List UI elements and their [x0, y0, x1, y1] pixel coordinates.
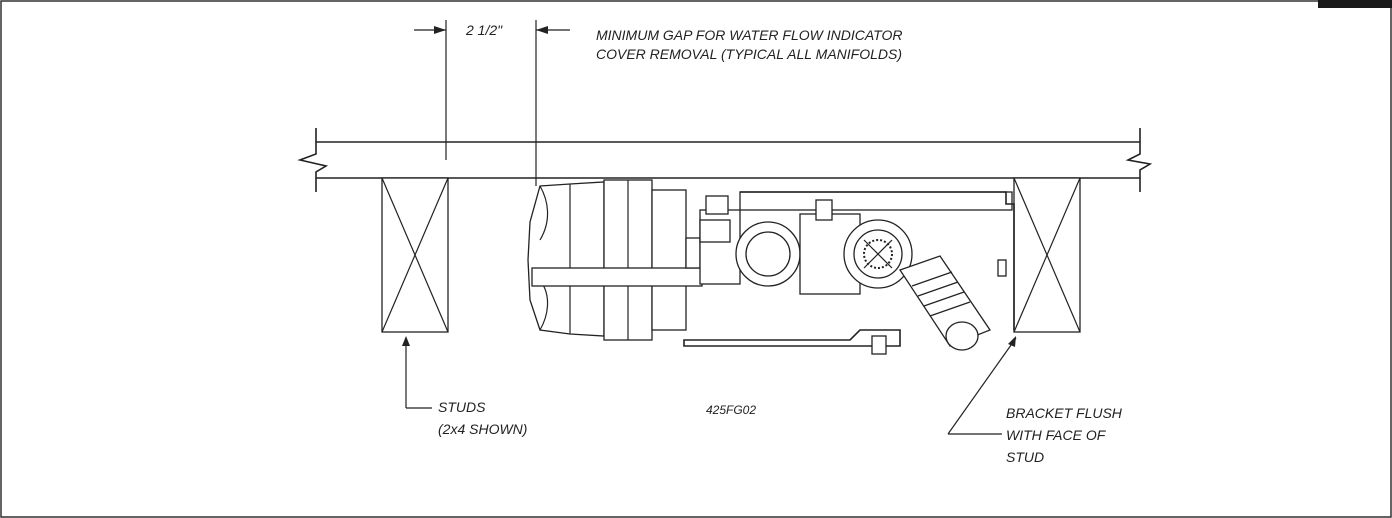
dimension-label: 2 1/2" [465, 22, 503, 38]
gap-note-line1: MINIMUM GAP FOR WATER FLOW INDICATOR [596, 27, 902, 43]
studs-leader [402, 336, 432, 409]
right-stud [1013, 177, 1081, 333]
manifold-body [699, 191, 1013, 295]
bracket-label-line2: WITH FACE OF [1006, 427, 1107, 443]
bracket-label-line1: BRACKET FLUSH [1006, 405, 1123, 421]
gap-dimension [414, 20, 570, 186]
corner-tab [1318, 0, 1392, 8]
studs-label-line2: (2x4 SHOWN) [438, 421, 527, 437]
gap-note-line2: COVER REMOVAL (TYPICAL ALL MANIFOLDS) [596, 46, 902, 62]
drain-valve [898, 255, 991, 351]
figure-id: 425FG02 [706, 403, 756, 417]
wall-board [297, 128, 1153, 192]
left-stud [381, 177, 449, 333]
bracket-leader [947, 336, 1017, 435]
mounting-bracket [683, 191, 1015, 355]
bracket-label-line3: STUD [1006, 449, 1044, 465]
flow-indicator-cover [527, 179, 703, 341]
studs-label-line1: STUDS [438, 399, 486, 415]
